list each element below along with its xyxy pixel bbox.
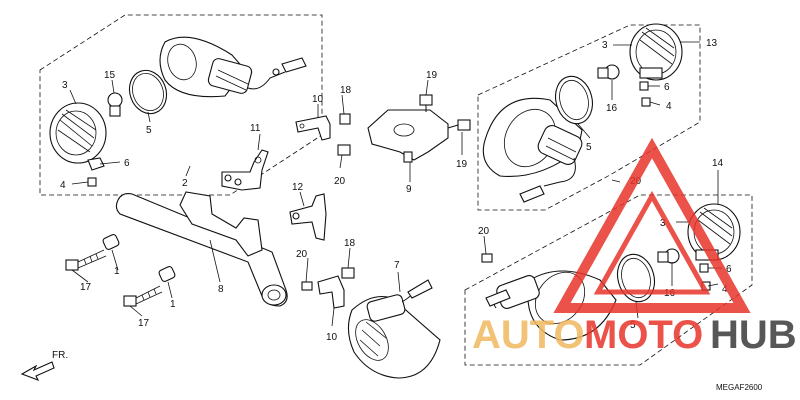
callout-5: 5 [630,320,636,331]
mounting-stay-8 [115,191,288,307]
leader-lines [69,41,722,327]
direction-label: FR. [52,350,68,361]
left-bulb [107,92,123,117]
callout-7: 7 [394,260,400,271]
callout-4: 4 [666,101,672,112]
callout-18: 18 [344,238,356,249]
right-top-screw-6 [639,81,649,91]
diagram-code: MEGAF2600 [716,383,763,392]
right-bottom-screw-6 [699,263,709,273]
callout-1: 1 [114,266,120,277]
watermark: AUTO MOTO HUB [472,137,797,357]
left-lamp-socket [87,157,105,187]
callout-15: 15 [104,70,116,81]
bolt-19-right [447,119,471,131]
callout-10: 10 [326,332,338,343]
right-top-bulb [597,64,620,80]
callout-3: 3 [660,218,666,229]
callout-18: 18 [340,85,352,96]
bolt-20-upper [337,144,351,156]
callout-19: 19 [456,159,468,170]
bracket-12 [289,193,327,241]
right-top-lamp-housing [482,97,583,203]
callout-17: 17 [138,318,150,329]
right-top-seal-ring [554,75,594,125]
callout-20: 20 [296,249,308,260]
callout-5: 5 [146,125,152,136]
callout-10: 10 [312,94,324,105]
front-left-lamp [347,279,441,379]
left-lamp-lens [49,102,107,164]
group-outline-right-bottom [464,194,753,366]
callout-12: 12 [292,182,304,193]
callout-11: 11 [250,123,261,134]
watermark-suffix: HUB [710,313,797,357]
bolt-20-lower [301,281,313,291]
bolt-20-right [481,253,493,263]
bracket-10-upper [295,113,351,141]
watermark-middle: MOTO [584,313,703,357]
callout-2: 2 [182,178,188,189]
bolt-17-lower [123,285,163,307]
callout-5: 5 [586,142,592,153]
right-top-lens [629,23,683,81]
collar-1-lower [158,266,176,282]
callout-6: 6 [664,82,670,93]
callout-3: 3 [602,40,608,51]
callout-20: 20 [478,226,490,237]
bracket-9 [367,109,449,163]
callout-19: 19 [426,70,438,81]
callout-16: 16 [606,103,618,114]
bracket-10-lower [317,275,345,309]
callout-20: 20 [334,176,346,187]
bolt-17-upper [65,249,107,271]
callout-8: 8 [218,284,224,295]
front-direction-arrow [20,361,55,382]
right-bottom-bulb [657,248,680,264]
collar-1-upper [102,234,120,250]
callout-4: 4 [60,180,66,191]
callout-9: 9 [406,184,412,195]
callout-3: 3 [62,80,68,91]
callout-14: 14 [712,158,724,169]
callout-6: 6 [726,264,732,275]
left-seal-ring [128,69,168,115]
bracket-11 [221,149,269,191]
nut-18-lower [341,267,355,279]
callout-4: 4 [722,284,728,295]
left-lamp-housing [159,36,307,98]
callout-17: 17 [80,282,92,293]
right-top-screw-4 [641,97,651,107]
callout-6: 6 [124,158,130,169]
callout-13: 13 [706,38,718,49]
callout-1: 1 [170,299,176,310]
callouts: 3 15 5 6 4 2 11 10 18 20 19 9 19 12 20 1… [52,38,763,392]
watermark-prefix: AUTO [472,313,585,357]
warning-triangle-icon [553,137,751,313]
